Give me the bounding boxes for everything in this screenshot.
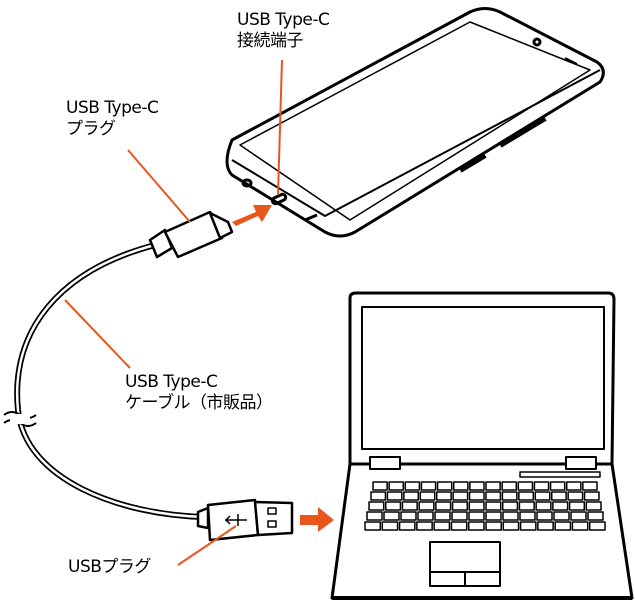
keyboard-key [368,501,385,511]
keyboard-key [534,491,551,501]
keyboard-key [535,501,552,511]
keyboard-key [370,491,387,501]
usb-type-c-cable [3,210,294,542]
keyboard-key [386,491,403,501]
keyboard-key [416,521,433,531]
keyboard-key [485,481,501,491]
keyboard-key [537,521,554,531]
keyboard-key [381,521,399,531]
keyboard-key [469,481,485,491]
keyboard-key [364,521,382,531]
keyboard-key [565,481,582,491]
keyboard-key [518,491,535,501]
keyboard-key [549,481,566,491]
usb-c-port [270,192,288,206]
cable-label: USB Type-C ケーブル（市販品） [125,372,273,414]
keyboard-key [485,501,502,511]
leader-lines [64,59,283,566]
keyboard-key [434,511,451,521]
keyboard-key [567,491,584,501]
keyboard-key [583,491,600,501]
keyboard-key [384,501,402,511]
usb-a-plug [196,498,294,542]
usb-type-c-plug [148,210,234,259]
keyboard-key [433,521,451,531]
keyboard-key [588,521,606,531]
keyboard-key [519,521,537,531]
plug-label-line1: USB Type-C [66,98,159,118]
laptop [330,291,634,600]
keyboard-key [417,511,434,521]
keyboard-key [468,511,485,521]
connector-label-line1: USB Type-C [237,10,330,30]
keyboard-key [468,501,485,511]
keyboard-key [502,521,520,531]
usb-plug-label: USBプラグ [68,557,151,577]
keyboard-key [570,511,587,521]
keyboard-key [582,481,598,491]
keyboard-key [485,511,502,521]
keyboard-key [435,501,452,511]
keyboard-key [401,501,418,511]
cable-label-line2: ケーブル（市販品） [125,393,273,413]
keyboard-key [502,511,519,521]
keyboard-key [587,511,604,521]
keyboard-key [451,501,469,511]
keyboard-key [452,491,469,501]
keyboard-key [501,501,519,511]
keyboard-key [501,491,518,501]
plug-label-line2: プラグ [66,119,116,139]
keyboard-key [519,511,536,521]
keyboard-key [383,511,400,521]
keyboard-key [435,491,452,501]
keyboard-key [517,481,534,491]
arrow-to-phone-icon [232,205,272,226]
keyboard-key [485,491,502,501]
smartphone [225,7,605,238]
keyboard-key [533,481,550,491]
keyboard-key [388,481,405,491]
connector-label: USB Type-C 接続端子 [237,10,330,52]
cable-label-line1: USB Type-C [125,372,218,392]
arrow-to-laptop-icon [300,507,334,532]
keyboard-key [419,491,436,501]
keyboard-key [501,481,518,491]
keyboard-key [420,481,437,491]
keyboard-key [404,481,421,491]
keyboard-key [571,521,589,531]
keyboard-key [403,491,420,501]
keyboard-key [450,521,468,531]
keyboard-key [398,521,416,531]
keyboard-key [467,521,485,531]
keyboard-key [518,501,535,511]
keyboard-key [536,511,553,521]
keyboard-key [452,481,469,491]
keyboard-key [366,511,383,521]
keyboard-key [485,521,503,531]
keyboard-key [550,491,567,501]
keyboard-key [568,501,586,511]
keyboard-key [552,501,569,511]
type-c-plug-label: USB Type-C プラグ [66,98,159,140]
keyboard-key [553,511,570,521]
keyboard-key [468,491,485,501]
keyboard-key [400,511,417,521]
keyboard-key [418,501,435,511]
keyboard-key [554,521,572,531]
connector-label-line2: 接続端子 [237,31,304,51]
keyboard-key [585,501,602,511]
keyboard-key [436,481,453,491]
keyboard-key [372,481,388,491]
keyboard-key [451,511,468,521]
